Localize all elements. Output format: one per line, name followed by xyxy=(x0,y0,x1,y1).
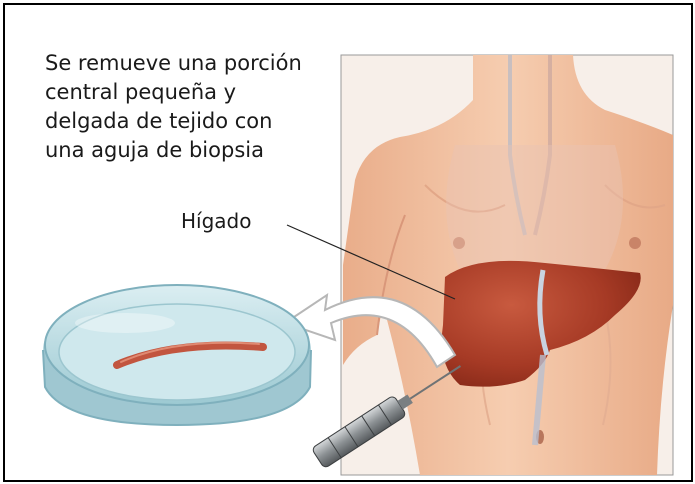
tissue-sample xyxy=(113,341,267,369)
nipple-right xyxy=(629,237,641,249)
nipple-left xyxy=(453,237,465,249)
petri-dish xyxy=(42,284,312,427)
illustration-frame: Se remueve una porción central pequeña y… xyxy=(3,3,693,482)
liver-leader-line xyxy=(286,224,456,300)
liver-label: Hígado xyxy=(181,209,252,233)
procedure-caption: Se remueve una porción central pequeña y… xyxy=(45,51,302,162)
biopsy-needle xyxy=(312,365,462,468)
liver-biopsy-illustration xyxy=(42,54,674,476)
transfer-arrow xyxy=(282,292,457,369)
liver-organ xyxy=(441,260,641,446)
